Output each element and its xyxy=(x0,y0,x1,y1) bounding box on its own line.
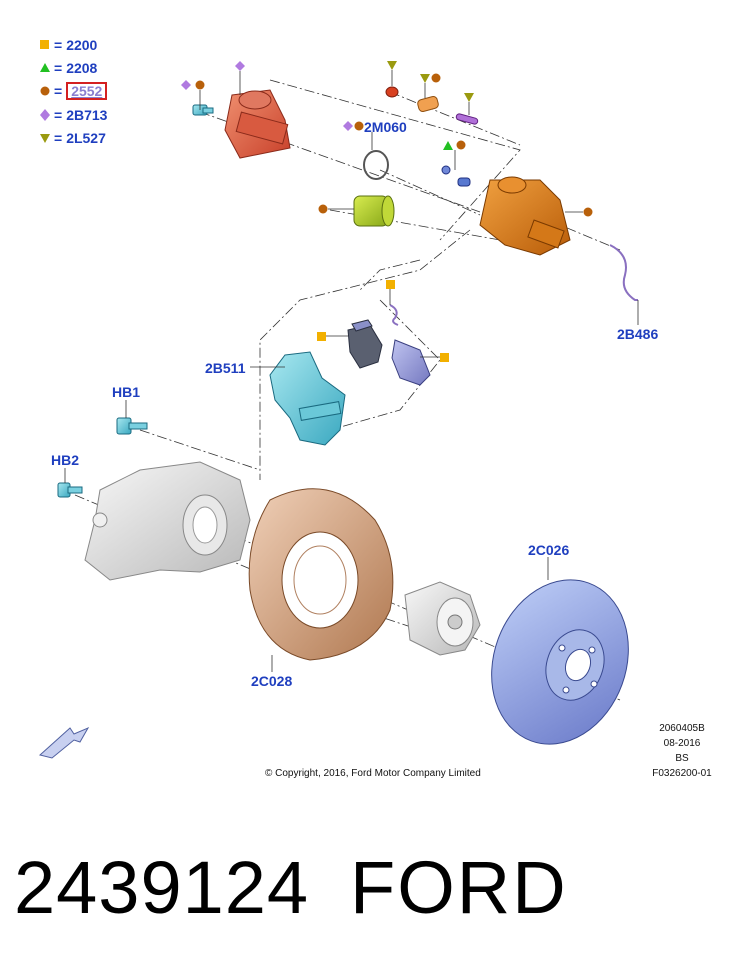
callout-bolt-hb1: HB1 xyxy=(112,384,141,400)
caliper-housing xyxy=(224,89,291,159)
legend-row-2B713: = 2B713 xyxy=(38,106,107,124)
legend-equals: = xyxy=(54,37,63,53)
legend-code: 2200 xyxy=(66,37,98,53)
direction-arrow-icon xyxy=(38,726,90,759)
legend-equals: = xyxy=(54,130,63,146)
meta-code: 2060405B xyxy=(659,723,705,734)
legend-equals: = xyxy=(54,83,63,99)
legend-row-2L527: = 2L527 xyxy=(38,129,106,147)
inverted-triangle-icon xyxy=(38,131,52,145)
diamond-icon xyxy=(38,108,52,122)
leader-lines xyxy=(64,70,639,672)
guide-pin-bolt xyxy=(192,104,214,116)
bolt-hb2 xyxy=(57,482,83,498)
legend-row-2552: = 2552 xyxy=(38,82,108,100)
legend-code: 2208 xyxy=(66,60,98,76)
callout-seal: 2M060 xyxy=(364,119,407,135)
legend-equals: = xyxy=(54,107,63,123)
callout-wear-sensor: 2B486 xyxy=(617,326,659,342)
caliper-piston xyxy=(353,195,395,227)
brake-pad-outer xyxy=(391,339,431,386)
seal-ring xyxy=(363,150,389,180)
wear-sensor-wire xyxy=(609,244,638,301)
hub-bearing xyxy=(404,581,481,656)
guide-pins xyxy=(441,165,471,187)
brake-rotor xyxy=(491,579,629,745)
legend-row-2208: = 2208 xyxy=(38,59,97,77)
anchor-bracket xyxy=(269,351,346,446)
bleeder-parts xyxy=(385,86,479,125)
callout-bolt-hb2: HB2 xyxy=(51,452,80,468)
legend-code: 2B713 xyxy=(66,107,108,123)
meta-author: BS xyxy=(675,753,689,764)
pad-clip xyxy=(389,304,399,326)
dust-shield xyxy=(248,488,394,661)
exploded-brake-diagram xyxy=(38,61,639,759)
callout-anchor-bracket: 2B511 xyxy=(205,360,246,376)
brake-pad-inner xyxy=(347,319,383,369)
part-symbols xyxy=(181,61,593,362)
meta-figure: F0326200-01 xyxy=(652,768,712,779)
callout-dust-shield: 2C028 xyxy=(251,673,293,689)
meta-date: 08-2016 xyxy=(663,738,701,749)
legend-equals: = xyxy=(54,60,63,76)
steering-knuckle xyxy=(84,461,251,581)
caliper-body xyxy=(479,176,571,256)
square-icon xyxy=(38,38,52,52)
legend-code-highlighted: 2552 xyxy=(66,82,108,100)
circle-icon xyxy=(38,84,52,98)
legend-code: 2L527 xyxy=(66,130,106,146)
triangle-icon xyxy=(38,61,52,75)
brand-name: FORD xyxy=(350,846,568,929)
bolt-hb1 xyxy=(116,417,148,435)
callout-rotor: 2C026 xyxy=(528,542,570,558)
legend-row-2200: = 2200 xyxy=(38,36,97,54)
copyright: © Copyright, 2016, Ford Motor Company Li… xyxy=(265,768,481,779)
part-number: 2439124 xyxy=(14,846,310,929)
